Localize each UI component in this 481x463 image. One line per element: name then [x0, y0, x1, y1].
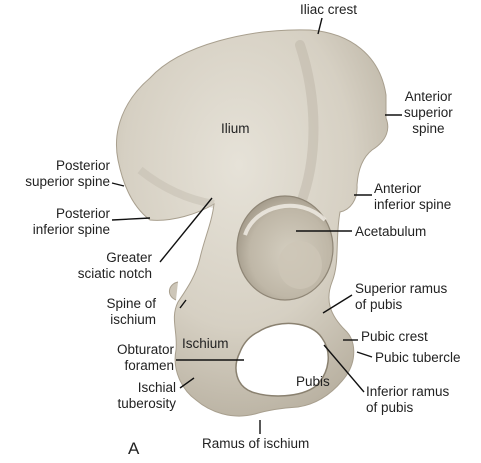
- label-acetabulum: Acetabulum: [355, 224, 427, 239]
- label-posterior-superior-spine: Posterior superior spine: [25, 158, 110, 189]
- label-ischium: Ischium: [182, 336, 229, 351]
- panel-letter: A: [128, 439, 140, 458]
- label-obturator-foramen: Obturator foramen: [116, 342, 174, 373]
- leader-lines: [111, 17, 402, 434]
- label-spine-of-ischium: Spine of ischium: [106, 296, 156, 327]
- obturator-foramen-hole: [235, 322, 329, 397]
- label-inferior-ramus-of-pubis: Inferior ramus of pubis: [366, 384, 450, 415]
- label-anterior-superior-spine: Anterior superior spine: [404, 89, 453, 136]
- label-superior-ramus-of-pubis: Superior ramus of pubis: [355, 281, 448, 312]
- label-posterior-inferior-spine: Posterior inferior spine: [32, 206, 110, 237]
- label-ilium: Ilium: [221, 121, 250, 136]
- label-pubic-crest: Pubic crest: [361, 329, 428, 344]
- label-iliac-crest: Iliac crest: [300, 2, 358, 17]
- label-ischial-tuberosity: Ischial tuberosity: [117, 380, 176, 411]
- label-pubis: Pubis: [296, 374, 330, 389]
- label-greater-sciatic-notch: Greater sciatic notch: [77, 250, 152, 281]
- label-anterior-inferior-spine: Anterior inferior spine: [374, 181, 452, 212]
- label-pubic-tubercle: Pubic tubercle: [375, 350, 461, 365]
- label-ramus-of-ischium: Ramus of ischium: [202, 436, 310, 451]
